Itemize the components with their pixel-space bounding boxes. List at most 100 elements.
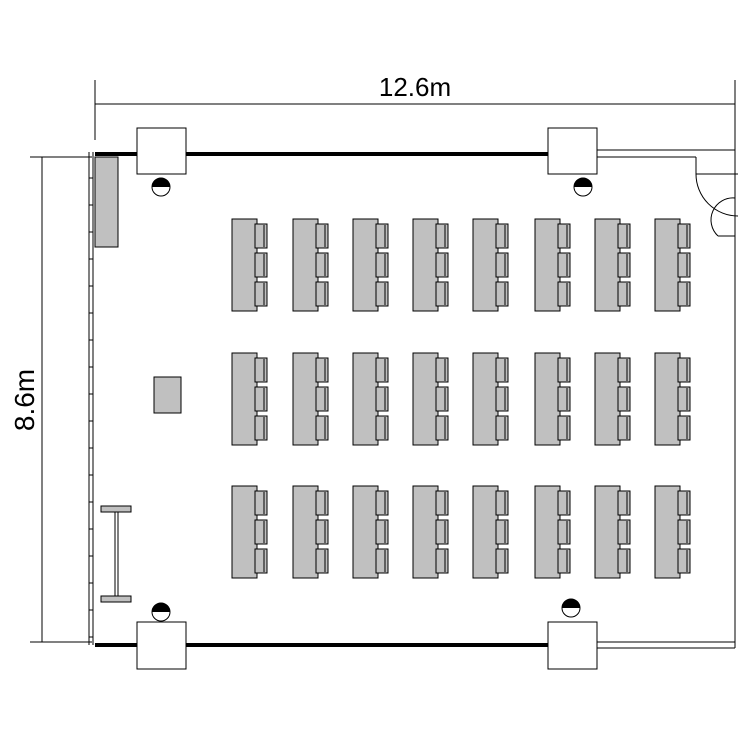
table-group <box>292 218 329 312</box>
chair <box>677 519 691 545</box>
room-walls <box>88 149 736 649</box>
table <box>231 485 258 579</box>
chair <box>315 548 329 574</box>
door-swing <box>695 157 739 217</box>
chair <box>495 415 509 441</box>
chair <box>617 223 631 249</box>
chair <box>254 357 268 383</box>
chair <box>495 490 509 516</box>
chair <box>435 548 449 574</box>
chair <box>557 281 571 307</box>
table <box>594 218 621 312</box>
chair <box>254 281 268 307</box>
window-mullions <box>89 177 93 638</box>
chair <box>617 386 631 412</box>
table <box>412 218 439 312</box>
chair <box>495 281 509 307</box>
table-group <box>594 485 631 579</box>
seating-area <box>231 218 691 579</box>
table <box>231 218 258 312</box>
table <box>534 218 561 312</box>
chair <box>254 415 268 441</box>
table <box>472 352 499 446</box>
chair <box>315 357 329 383</box>
lectern <box>153 376 182 414</box>
chair <box>677 281 691 307</box>
chair <box>557 252 571 278</box>
chair <box>677 415 691 441</box>
table-group <box>472 485 509 579</box>
chair <box>617 357 631 383</box>
table <box>352 218 379 312</box>
chair <box>495 223 509 249</box>
chair <box>617 548 631 574</box>
chair <box>557 548 571 574</box>
chair <box>677 548 691 574</box>
chair <box>375 490 389 516</box>
table <box>292 218 319 312</box>
table-group <box>534 485 571 579</box>
chair <box>315 519 329 545</box>
column-bottom-right <box>547 621 598 670</box>
speakers <box>151 177 593 622</box>
chair <box>557 357 571 383</box>
table-group <box>231 352 268 446</box>
chair <box>254 548 268 574</box>
column-top-left <box>136 127 187 175</box>
table <box>231 352 258 446</box>
table-group <box>231 218 268 312</box>
chair <box>435 415 449 441</box>
table <box>654 352 681 446</box>
chair <box>495 357 509 383</box>
chair <box>254 490 268 516</box>
chair <box>617 281 631 307</box>
chair <box>375 519 389 545</box>
chair <box>315 252 329 278</box>
table <box>472 218 499 312</box>
table <box>352 485 379 579</box>
chair <box>315 281 329 307</box>
speaker-icon <box>151 602 171 622</box>
chair <box>557 519 571 545</box>
chair <box>617 519 631 545</box>
chair <box>254 519 268 545</box>
chair <box>557 223 571 249</box>
table-group <box>654 485 691 579</box>
columns <box>136 127 598 670</box>
chair <box>375 548 389 574</box>
chair <box>435 357 449 383</box>
whiteboard <box>94 156 119 248</box>
chair <box>495 386 509 412</box>
table <box>594 352 621 446</box>
chair <box>677 490 691 516</box>
speaker-icon <box>573 177 593 197</box>
table-group <box>292 485 329 579</box>
width-dimension: 12.6m <box>94 72 736 150</box>
table <box>594 485 621 579</box>
chair <box>315 386 329 412</box>
chair <box>375 281 389 307</box>
column-bottom-left <box>136 621 187 670</box>
chair <box>435 252 449 278</box>
chair <box>495 548 509 574</box>
table <box>412 485 439 579</box>
table-group <box>654 352 691 446</box>
chair <box>435 519 449 545</box>
chair <box>254 252 268 278</box>
chair <box>315 223 329 249</box>
table-group <box>534 352 571 446</box>
table-group <box>412 352 449 446</box>
table-group <box>472 218 509 312</box>
table <box>292 352 319 446</box>
chair <box>435 386 449 412</box>
table-group <box>412 485 449 579</box>
chair <box>315 415 329 441</box>
table-group <box>594 218 631 312</box>
chair <box>254 386 268 412</box>
chair <box>617 415 631 441</box>
table <box>412 352 439 446</box>
table <box>534 352 561 446</box>
chair <box>315 490 329 516</box>
